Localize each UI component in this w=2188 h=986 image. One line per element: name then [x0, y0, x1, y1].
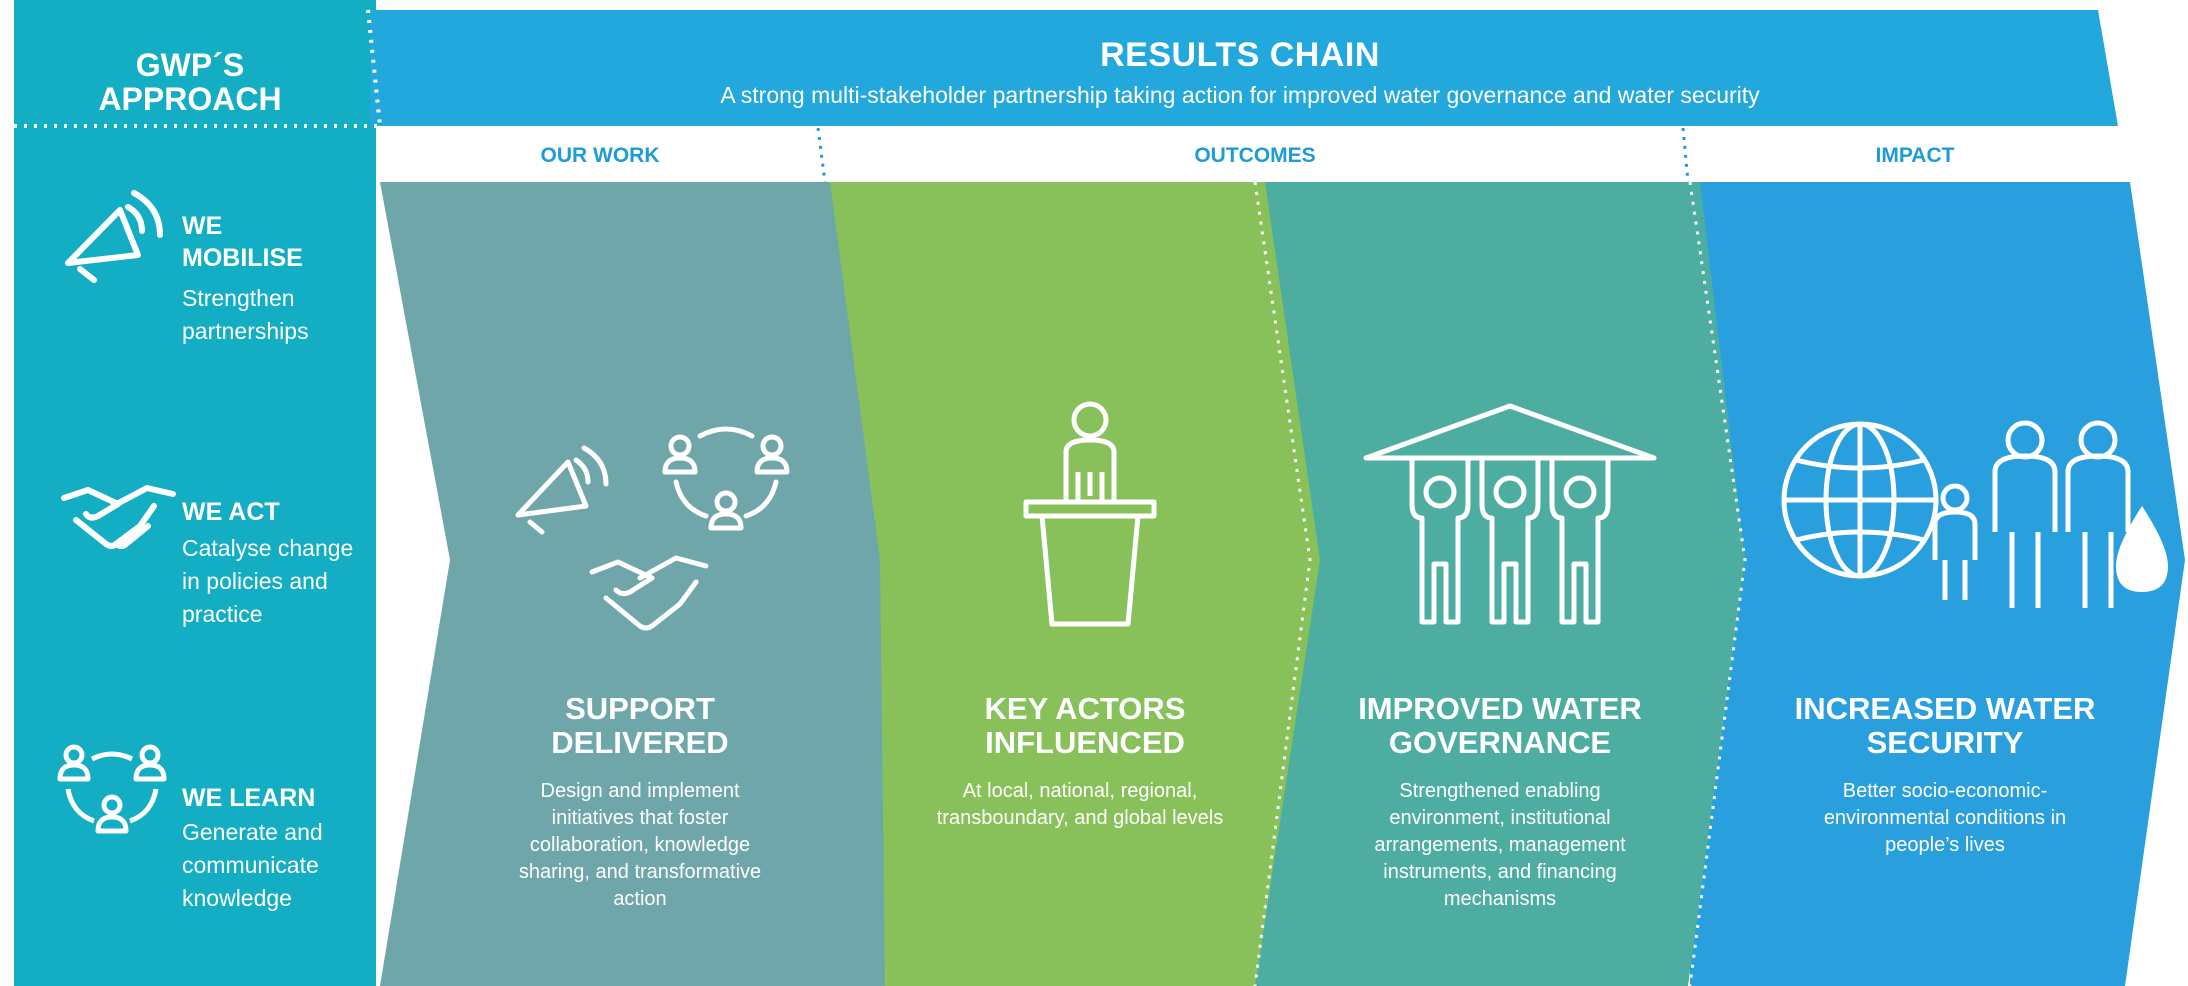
act-desc: Catalyse change in policies and practice	[182, 535, 354, 627]
impact-label: IMPACT	[1875, 144, 1955, 167]
act-title: WE ACT	[182, 498, 280, 526]
governance-band	[1250, 182, 1745, 986]
actors-band	[820, 182, 1320, 986]
governance-dotted-edge	[1253, 181, 1312, 986]
people-network-icon	[662, 426, 790, 531]
mobilise-desc: Strengthen partnerships	[182, 285, 309, 344]
results-chain-title: RESULTS CHAIN	[1100, 36, 1380, 74]
water-security-title: INCREASED WATER SECURITY	[1794, 691, 2096, 760]
speaker-podium-icon	[1020, 400, 1160, 630]
people-network-icon	[56, 744, 168, 841]
our-work-divider	[816, 127, 827, 183]
water-security-desc: Better socio-economic- environmental con…	[1823, 780, 2067, 856]
outcomes-label: OUTCOMES	[1194, 144, 1316, 167]
pillar-person	[1409, 460, 1471, 625]
results-header-band	[370, 10, 2118, 126]
support-icons	[510, 410, 800, 640]
outcomes-divider	[1681, 127, 1690, 183]
globe-family-water-icon	[1780, 410, 2180, 620]
support-delivered-title: SUPPORT DELIVERED	[551, 691, 729, 760]
water-drop-icon	[2116, 506, 2168, 592]
water-governance-desc: Strengthened enabling environment, insti…	[1374, 780, 1626, 910]
key-actors-desc: At local, national, regional, transbound…	[936, 780, 1224, 829]
mobilise-title: WE MOBILISE	[182, 212, 303, 272]
megaphone-icon	[58, 185, 178, 300]
learn-title: WE LEARN	[182, 784, 316, 812]
impact-dotted-edge	[1688, 181, 1747, 986]
results-chain-subtitle: A strong multi-stakeholder partnership t…	[720, 82, 1760, 108]
handshake-icon	[589, 555, 709, 631]
megaphone-icon	[515, 445, 609, 535]
approach-title: GWP´S APPROACH	[98, 47, 282, 117]
section-label-band	[380, 126, 2150, 182]
globe-icon	[1781, 421, 1939, 579]
our-work-band	[380, 182, 885, 986]
learn-desc: Generate and communicate knowledge	[182, 819, 323, 911]
key-actors-title: KEY ACTORS INFLUENCED	[984, 691, 1186, 760]
handshake-icon	[56, 480, 181, 552]
governance-pillars-icon	[1360, 400, 1660, 630]
impact-band	[1690, 182, 2185, 986]
our-work-label: OUR WORK	[540, 144, 660, 167]
family-icon	[1932, 420, 2131, 608]
pillar-person	[1549, 460, 1611, 625]
water-governance-title: IMPROVED WATER GOVERNANCE	[1358, 691, 1642, 760]
pillar-person	[1479, 460, 1541, 625]
support-delivered-desc: Design and implement initiatives that fo…	[518, 780, 762, 910]
